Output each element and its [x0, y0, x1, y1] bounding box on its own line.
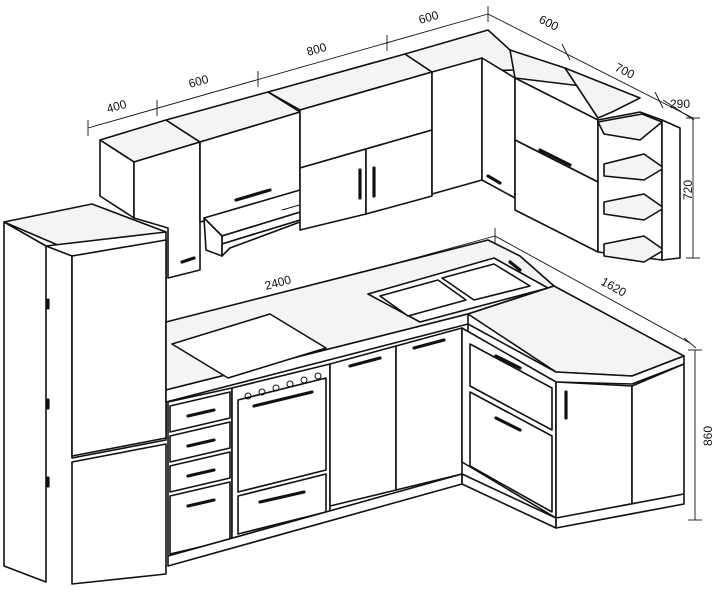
tall-fridge-column	[3, 203, 167, 585]
upper-cabinets	[99, 29, 681, 279]
dim-label-600-b: 600	[417, 8, 440, 27]
dim-label-400: 400	[105, 97, 128, 116]
dim-label-600-a: 600	[187, 72, 210, 91]
dim-label-860: 860	[701, 426, 715, 446]
dim-label-2400: 2400	[263, 272, 293, 293]
dim-label-1620: 1620	[599, 274, 629, 299]
dim-label-800: 800	[305, 40, 328, 59]
oven-knobs	[244, 372, 322, 400]
dim-label-600-c: 600	[537, 12, 561, 34]
dim-label-290: 290	[670, 97, 690, 111]
dim-label-720: 720	[681, 180, 695, 200]
base-cabinets	[165, 239, 685, 567]
